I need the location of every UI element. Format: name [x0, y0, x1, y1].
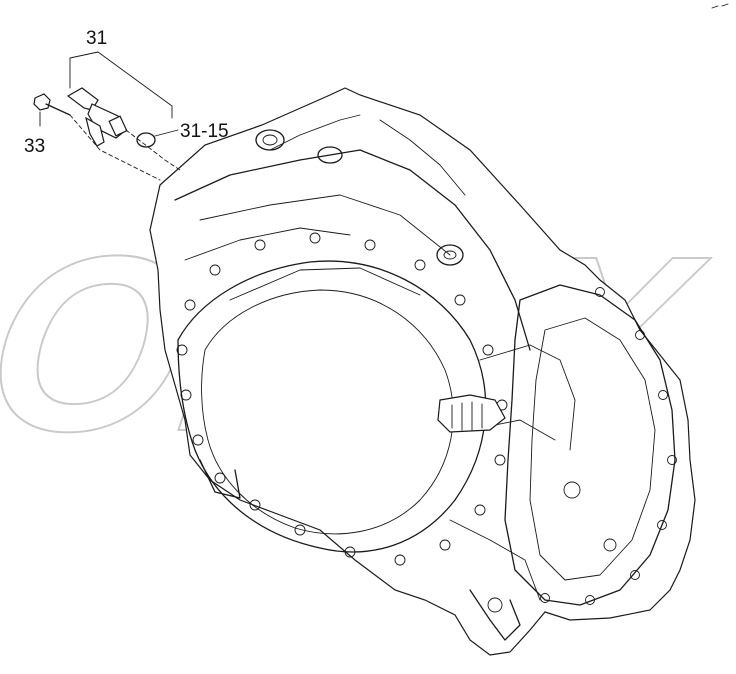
corner-mark: [711, 3, 729, 9]
assembly-line-bolt: [69, 114, 161, 181]
speed-sensor: [66, 87, 128, 147]
lower-foot-mid: [469, 589, 521, 641]
rib-1: [199, 194, 451, 256]
callout-bracket-31: [69, 51, 173, 119]
rear-cover-bolts: [540, 287, 677, 605]
web-3: [449, 519, 541, 601]
mount-bracket: [437, 394, 506, 433]
top-boss-2: [317, 146, 343, 164]
leader-31-15: [154, 129, 179, 137]
callout-33: 33: [24, 136, 45, 157]
callout-31: 31: [86, 28, 107, 49]
rib-5: [379, 119, 466, 196]
lower-hole: [487, 597, 503, 613]
web-1: [479, 344, 576, 451]
transmission-housing: [149, 87, 696, 656]
rib-4: [269, 114, 361, 151]
sensor-flange: [85, 116, 105, 147]
side-hole-2: [603, 538, 617, 552]
top-ridge: [174, 149, 531, 351]
callout-31-15: 31-15: [180, 121, 229, 142]
mounting-bolt: [33, 93, 71, 116]
bell-flange-bolts: [176, 232, 508, 566]
bolt-shank: [45, 103, 71, 116]
mount-bracket-slots: [451, 401, 483, 431]
right-boss: [436, 244, 464, 266]
side-hole: [563, 481, 581, 499]
sensor-tip: [108, 115, 128, 137]
assembly-line-sensor: [125, 129, 181, 171]
housing-outline: [149, 87, 696, 656]
o-ring: [136, 132, 156, 148]
bolt-head: [33, 93, 51, 111]
rear-cover-inner: [529, 317, 656, 581]
bell-inner: [201, 289, 454, 535]
top-boss: [255, 129, 285, 151]
top-boss-hole: [262, 134, 278, 146]
rear-cover-outline: [504, 284, 676, 606]
right-boss-hole: [443, 250, 457, 260]
lower-foot-left: [199, 459, 241, 499]
rib-2: [184, 227, 351, 261]
rib-3: [229, 267, 421, 301]
